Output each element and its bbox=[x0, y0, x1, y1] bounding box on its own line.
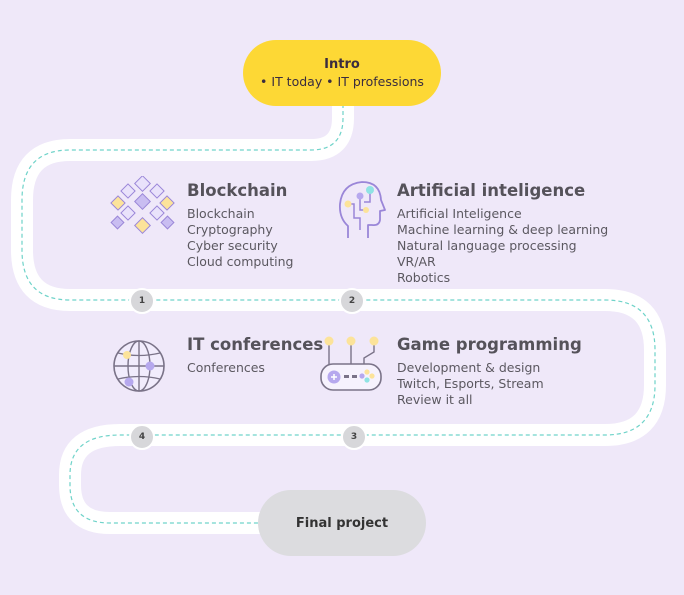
section-item: Blockchain bbox=[187, 206, 255, 221]
intro-title: Intro bbox=[324, 57, 360, 72]
section-title: Artificial inteligence bbox=[397, 181, 586, 200]
final-project-pill: Final project bbox=[258, 490, 426, 556]
section-it-conferences: IT conferences Conferences bbox=[187, 335, 323, 376]
globe-icon bbox=[113, 340, 165, 392]
intro-items: • IT today • IT professions bbox=[260, 74, 424, 89]
section-artificial-inteligence: Artificial inteligence Artificial Inteli… bbox=[397, 181, 608, 286]
section-item: Artificial Inteligence bbox=[397, 206, 522, 221]
section-item: Review it all bbox=[397, 392, 473, 407]
section-item: Development & design bbox=[397, 360, 541, 375]
section-title: Blockchain bbox=[187, 181, 288, 200]
section-item: VR/AR bbox=[397, 254, 436, 269]
gamepad-icon bbox=[320, 336, 382, 391]
final-project-title: Final project bbox=[295, 515, 389, 531]
section-item: Robotics bbox=[397, 270, 451, 285]
ai-head-icon bbox=[339, 181, 386, 238]
step-badge-4: 4 bbox=[129, 424, 155, 450]
step-badge-3: 3 bbox=[341, 424, 367, 450]
section-item: Cloud computing bbox=[187, 254, 294, 269]
section-item: Conferences bbox=[187, 360, 265, 375]
step-badge-1: 1 bbox=[129, 288, 155, 314]
section-blockchain: Blockchain Blockchain Cryptography Cyber… bbox=[187, 181, 293, 270]
section-title: IT conferences bbox=[187, 335, 324, 354]
blockchain-icon bbox=[110, 176, 175, 234]
section-item: Cryptography bbox=[187, 222, 273, 237]
section-item: Cyber security bbox=[187, 238, 278, 253]
section-game-programming: Game programming Development & design Tw… bbox=[397, 335, 582, 408]
step-badge-2: 2 bbox=[339, 288, 365, 314]
section-item: Natural language processing bbox=[397, 238, 577, 253]
section-title: Game programming bbox=[397, 335, 582, 354]
section-item: Machine learning & deep learning bbox=[397, 222, 609, 237]
intro-pill: Intro • IT today • IT professions bbox=[243, 40, 441, 106]
section-item: Twitch, Esports, Stream bbox=[397, 376, 544, 391]
